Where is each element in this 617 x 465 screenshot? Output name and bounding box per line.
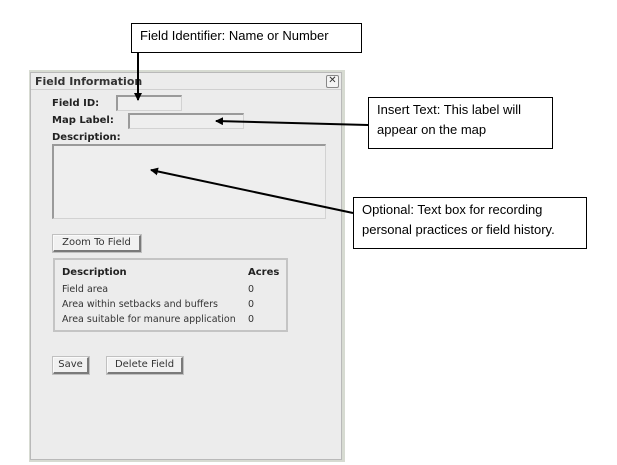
field-id-input[interactable]	[116, 95, 182, 111]
acreage-table: Description Acres Field area 0 Area with…	[53, 258, 288, 332]
arrow-to-description	[150, 167, 354, 214]
table-row-value: 0	[248, 314, 255, 325]
panel-title: Field Information	[35, 75, 143, 88]
description-label: Description:	[52, 132, 121, 143]
table-row-label: Field area	[62, 284, 109, 295]
description-textarea[interactable]	[52, 144, 326, 219]
callout-optional: Optional: Text box for recording persona…	[353, 197, 587, 249]
callout-insert-text: Insert Text: This label will appear on t…	[368, 97, 553, 149]
table-row-label: Area within setbacks and buffers	[62, 299, 218, 310]
delete-field-button[interactable]: Delete Field	[106, 356, 184, 375]
close-icon[interactable]: ✕	[326, 75, 339, 88]
table-row-value: 0	[248, 299, 255, 310]
title-divider	[31, 89, 341, 90]
save-button[interactable]: Save	[52, 356, 90, 375]
callout-field-identifier: Field Identifier: Name or Number	[131, 23, 362, 53]
field-id-label: Field ID:	[52, 98, 100, 109]
zoom-to-field-button[interactable]: Zoom To Field	[52, 234, 142, 253]
table-row-label: Area suitable for manure application	[62, 314, 236, 325]
map-label-label: Map Label:	[52, 115, 114, 126]
table-header-description: Description	[62, 267, 127, 278]
table-row-value: 0	[248, 284, 255, 295]
arrow-to-map-label	[215, 117, 369, 126]
field-information-panel: Field Information ✕ Field ID: Map Label:…	[30, 72, 342, 460]
table-header-acres: Acres	[248, 267, 280, 278]
